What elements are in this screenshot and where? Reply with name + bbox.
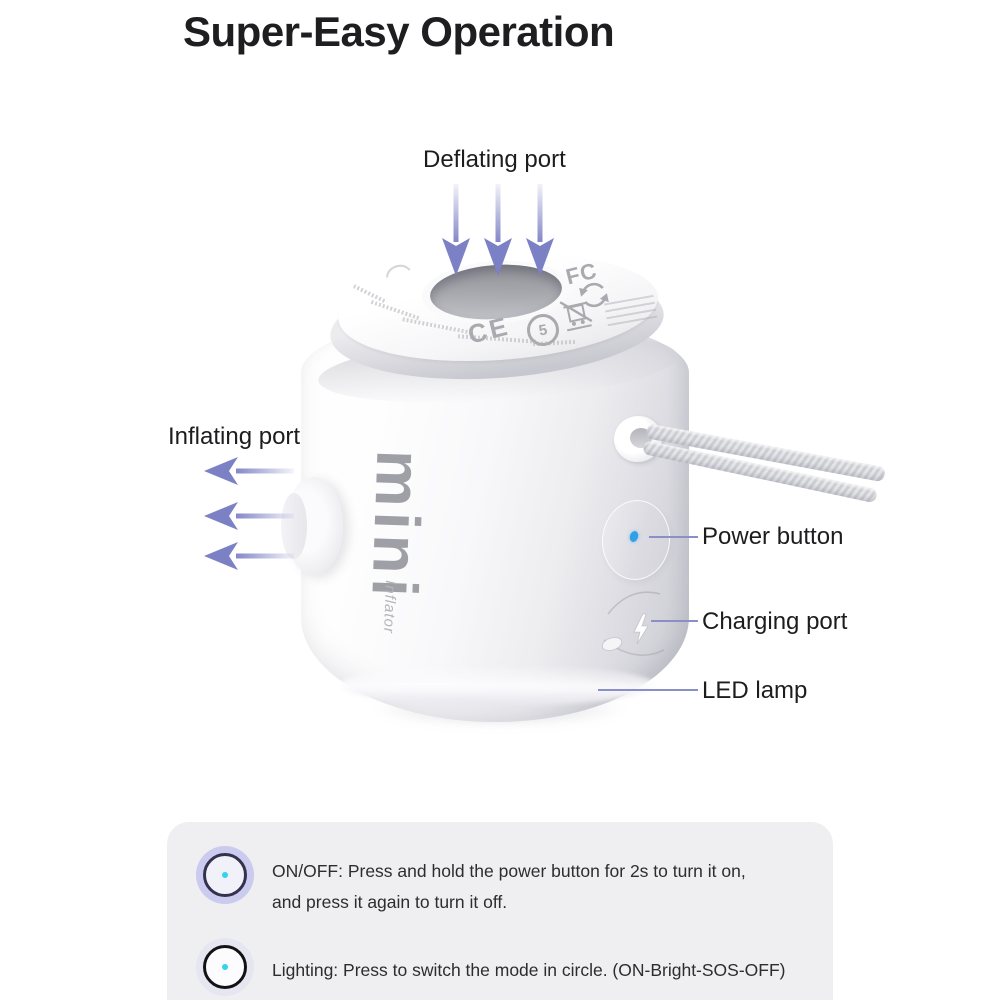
brand-text: mini: [358, 448, 436, 603]
inflating-nozzle-tip: [281, 493, 307, 559]
battery-recycle-icon: [579, 282, 609, 308]
label-inflating-port: Inflating port: [168, 423, 301, 450]
led-lamp-strip: [340, 664, 655, 706]
light-ring-dot: [222, 964, 228, 970]
power-ring-dot: [222, 872, 228, 878]
brand-subtext: Inflator: [380, 579, 399, 635]
inflate-arrows-icon: [204, 457, 294, 570]
led-leader-line: [598, 689, 698, 691]
instruction-lighting: Lighting: Press to switch the mode in ci…: [272, 955, 785, 986]
charging-leader-line: [651, 620, 698, 622]
label-deflating-port: Deflating port: [423, 146, 566, 173]
instruction-line: ON/OFF: Press and hold the power button …: [272, 861, 746, 881]
light-ring-icon: [203, 945, 247, 989]
charging-port-flap[interactable]: [590, 580, 700, 670]
instruction-line: Lighting: Press to switch the mode in ci…: [272, 960, 786, 980]
lightning-bolt-icon: [633, 613, 649, 645]
label-power-button: Power button: [702, 523, 844, 550]
instruction-on-off: ON/OFF: Press and hold the power button …: [272, 856, 746, 918]
label-led-lamp: LED lamp: [702, 677, 808, 704]
deflate-arrows-icon: [442, 184, 554, 276]
weee-bin-icon: [559, 301, 593, 332]
power-leader-line: [649, 536, 698, 538]
instruction-line: and press it again to turn it off.: [272, 892, 508, 912]
page-title: Super-Easy Operation: [183, 8, 615, 55]
label-charging-port: Charging port: [702, 608, 848, 635]
instructions-panel: [167, 822, 833, 1000]
